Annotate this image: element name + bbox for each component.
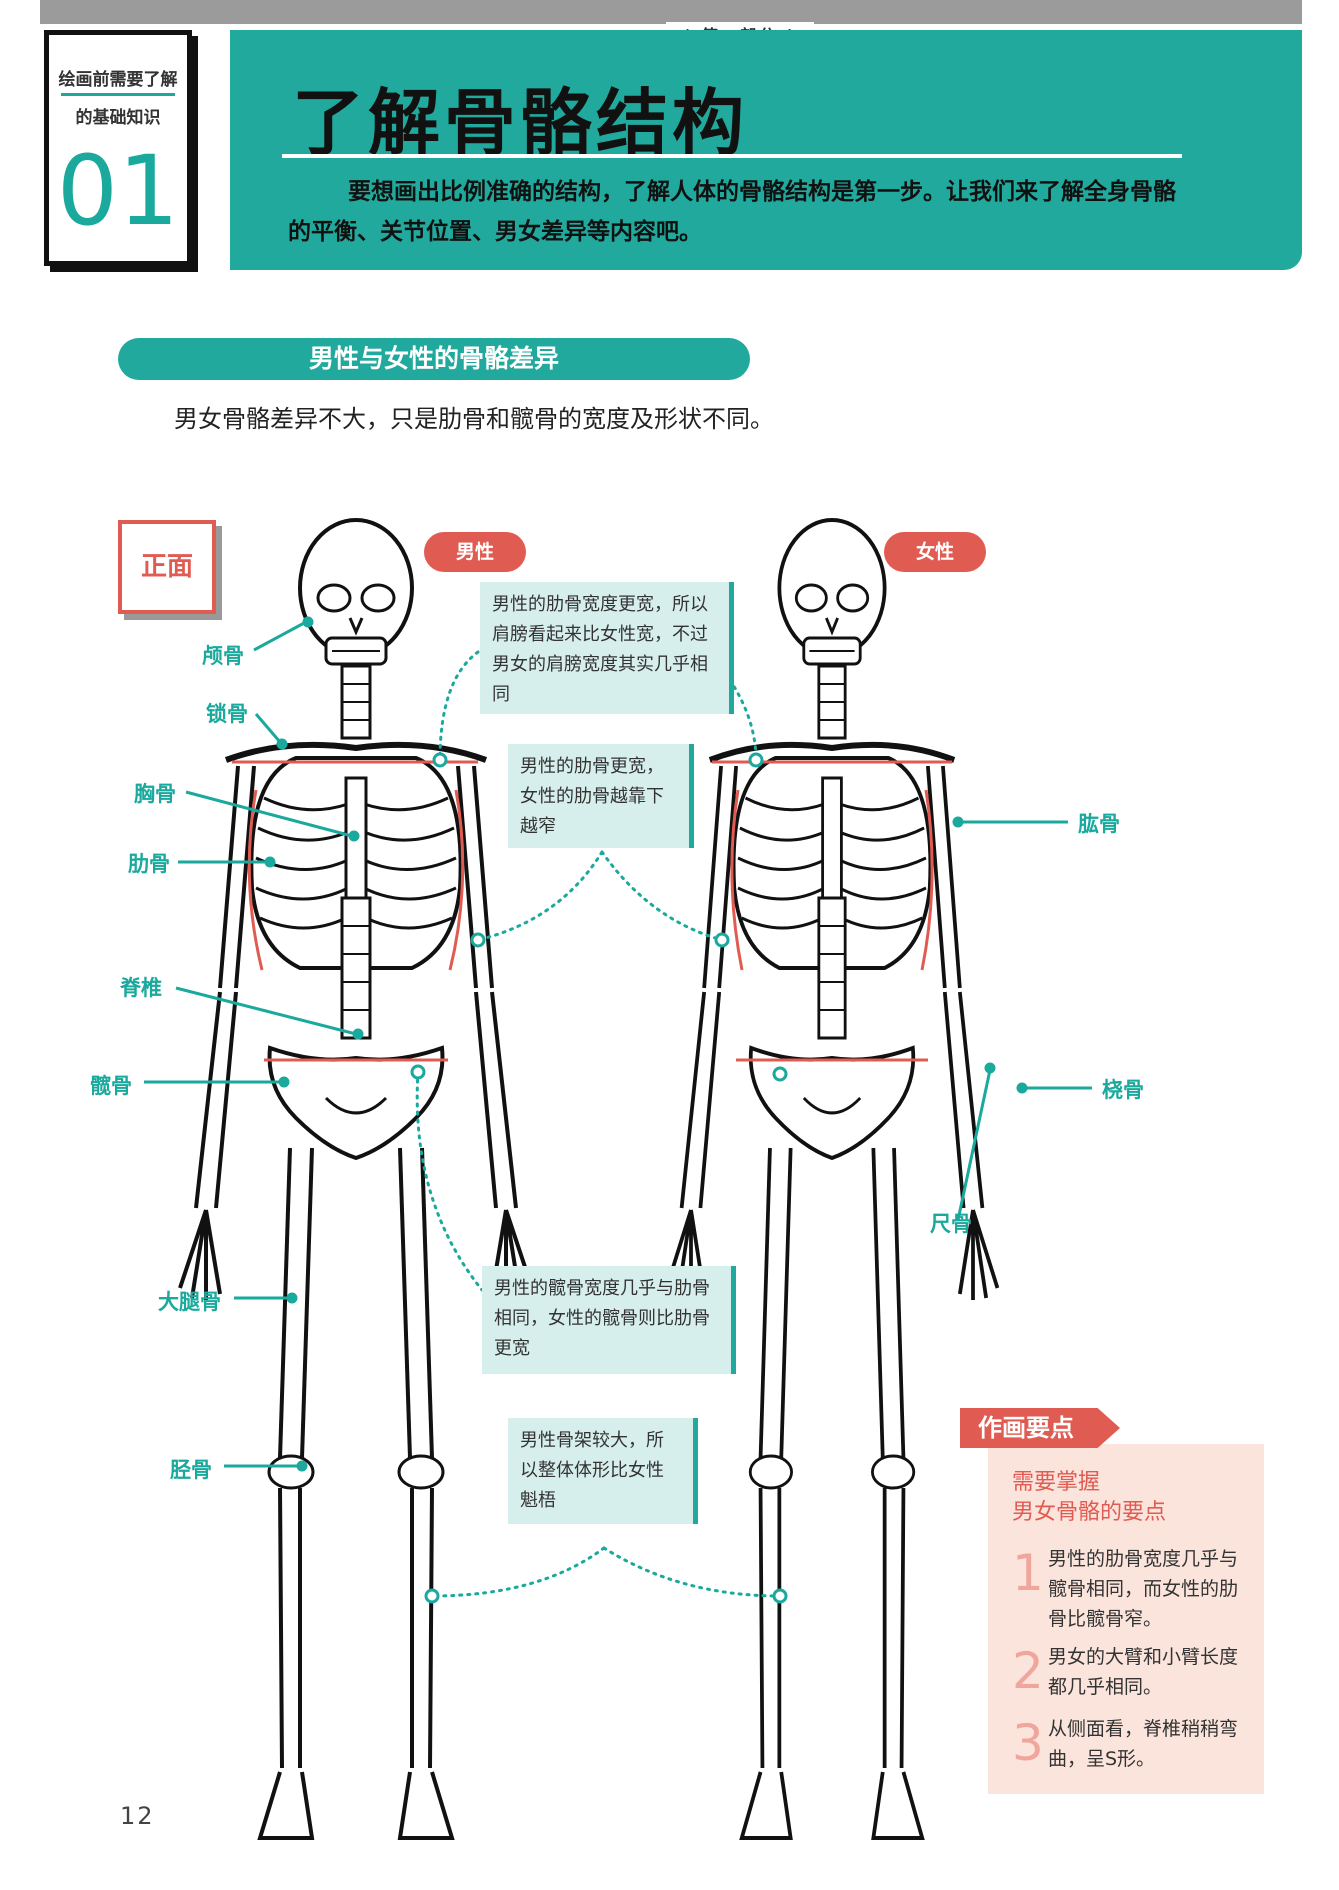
page-title: 了解骨骼结构 (292, 80, 749, 165)
chapter-label-line2: 的基础知识 (75, 108, 161, 128)
female-rib-outline-left (730, 789, 744, 971)
chapter-number: 01 (56, 135, 180, 247)
label-radius: 桡骨 (1102, 1078, 1144, 1102)
tips-title: 需要掌握 男女骨骼的要点 (1012, 1468, 1166, 1528)
male-rib-outline-right (448, 789, 465, 971)
tip-text: 男性的肋骨宽度几乎与髋骨相同，而女性的肋骨比髋骨窄。 (1048, 1548, 1239, 1630)
female-skeleton (667, 520, 998, 1838)
page-number: 12 (120, 1802, 155, 1830)
section-paragraph: 男女骨骼差异不大，只是肋骨和髋骨的宽度及形状不同。 (174, 405, 774, 433)
tips-title-line2: 男女骨骼的要点 (1012, 1500, 1167, 1525)
label-skull: 颅骨 (202, 644, 244, 668)
female-rib-outline-right (920, 789, 934, 971)
title-divider (282, 154, 1182, 158)
header-panel: 了解骨骼结构 要想画出比例准确的结构，了解人体的骨骼结构是第一步。让我们来了解全… (230, 30, 1302, 270)
tips-box: 需要掌握 男女骨骼的要点 1 男性的肋骨宽度几乎与髋骨相同，而女性的肋骨比髋骨窄… (988, 1444, 1264, 1794)
intro-paragraph: 要想画出比例准确的结构，了解人体的骨骼结构是第一步。让我们来了解全身骨骼的平衡、… (288, 178, 1176, 245)
label-sternum: 胸骨 (134, 782, 176, 806)
label-ulna: 尺骨 (930, 1212, 972, 1236)
chapter-box: 绘画前需要了解 的基础知识 01 (44, 30, 192, 266)
view-badge: 正面 (118, 520, 216, 614)
note-ribs: 男性的肋骨更宽，女性的肋骨越靠下越窄 (508, 744, 694, 848)
chapter-label-line1: 绘画前需要了解 (58, 70, 178, 90)
tips-title-line1: 需要掌握 (1012, 1470, 1101, 1495)
tip-number: 2 (1012, 1642, 1044, 1700)
note-hip: 男性的髋骨宽度几乎与肋骨相同，女性的髋骨则比肋骨更宽 (482, 1266, 736, 1374)
tips-tab: 作画要点 (960, 1408, 1120, 1448)
tip-number: 1 (1012, 1544, 1044, 1602)
note-build: 男性骨架较大，所以整体体形比女性魁梧 (508, 1418, 698, 1524)
label-rib: 肋骨 (128, 852, 170, 876)
male-rib-outline-left (247, 789, 264, 971)
male-label: 男性 (424, 532, 526, 572)
label-humerus: 肱骨 (1078, 812, 1120, 836)
label-hip: 髋骨 (90, 1074, 132, 1098)
label-tibia: 胫骨 (170, 1458, 212, 1482)
tip-text: 从侧面看，脊椎稍稍弯曲，呈S形。 (1048, 1718, 1239, 1770)
label-clavicle: 锁骨 (206, 702, 248, 726)
tip-number: 3 (1012, 1714, 1044, 1772)
section-title: 男性与女性的骨骼差异 (118, 338, 750, 380)
chapter-divider (61, 93, 175, 96)
tip-text: 男女的大臂和小臂长度都几乎相同。 (1048, 1646, 1239, 1698)
label-femur: 大腿骨 (158, 1290, 221, 1314)
female-label: 女性 (884, 532, 986, 572)
label-spine: 脊椎 (120, 976, 162, 1000)
note-shoulder: 男性的肋骨宽度更宽，所以肩膀看起来比女性宽，不过男女的肩膀宽度其实几乎相同 (480, 582, 734, 714)
top-bar (40, 0, 1302, 24)
